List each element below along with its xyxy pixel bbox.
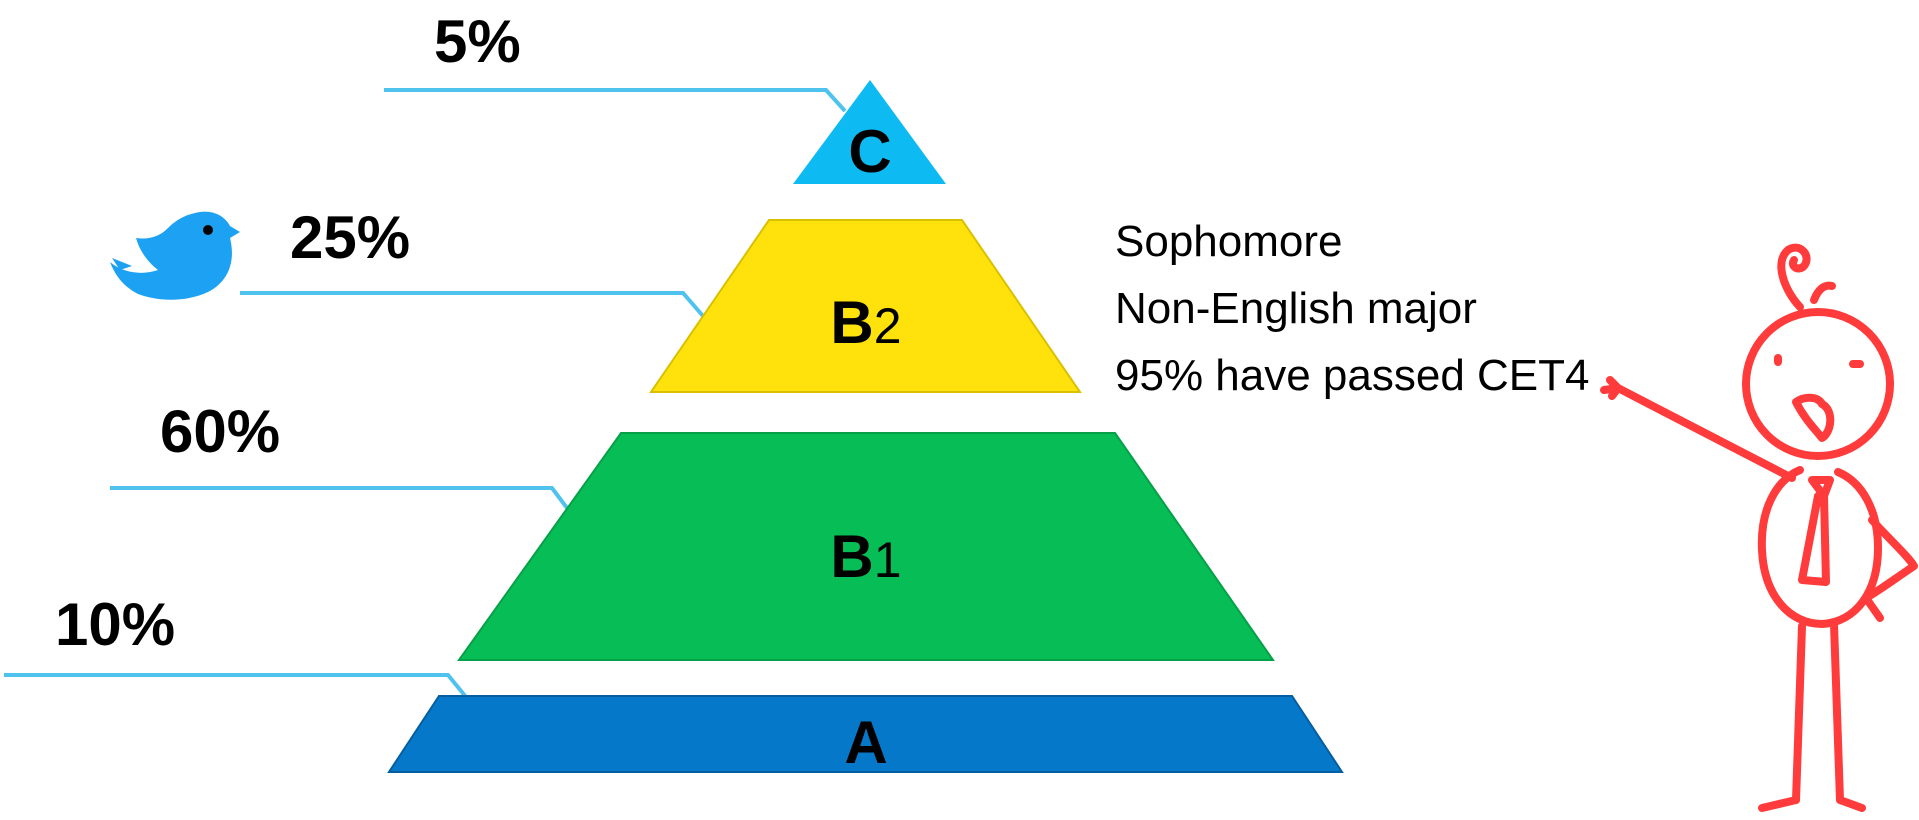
tier-c-letter: C	[848, 118, 891, 185]
tier-b2: B2	[649, 219, 1082, 393]
tier-b1-subscript: 1	[874, 532, 902, 588]
percent-label-c: 5%	[434, 8, 521, 75]
leader-line-a	[4, 673, 468, 699]
annotation-line-1: Sophomore	[1115, 217, 1342, 266]
tier-b2-letter: B	[830, 289, 873, 356]
annotation-line-2: Non-English major	[1115, 284, 1477, 333]
twitter-bird-icon	[110, 211, 240, 300]
tier-a-shape	[387, 695, 1344, 773]
percent-label-b2: 25%	[290, 204, 410, 271]
annotation-line-3: 95% have passed CET4	[1115, 351, 1590, 400]
svg-text:C: C	[848, 118, 891, 185]
stick-figure-presenter-icon	[1600, 243, 1918, 812]
tier-b1: B1	[457, 432, 1275, 661]
annotation: Sophomore Non-English major 95% have pas…	[1115, 217, 1590, 400]
tier-b1-shape	[457, 432, 1275, 661]
tier-a: A	[387, 695, 1344, 776]
tier-b2-shape	[649, 219, 1082, 393]
leader-line-c	[384, 88, 847, 113]
percent-label-a: 10%	[55, 591, 175, 658]
svg-text:B2: B2	[830, 289, 901, 356]
tier-c-shape	[793, 80, 946, 184]
svg-text:B1: B1	[830, 523, 901, 590]
tier-b2-subscript: 2	[874, 298, 902, 354]
leader-line-b2	[240, 291, 705, 318]
leader-line-b1	[110, 486, 569, 510]
tier-b1-letter: B	[830, 523, 873, 590]
tier-a-letter: A	[844, 709, 887, 776]
tier-c: C	[793, 80, 946, 185]
percent-label-b1: 60%	[160, 398, 280, 465]
svg-text:A: A	[844, 709, 887, 776]
